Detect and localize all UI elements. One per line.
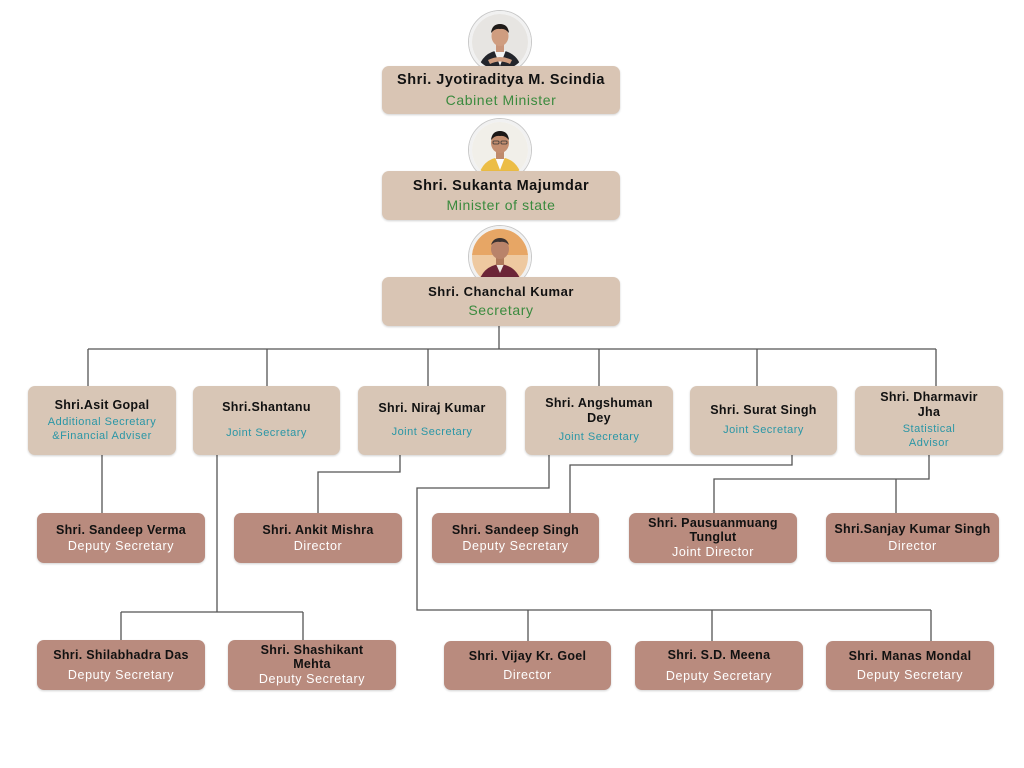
node-sd-meena: Shri. S.D. Meena Deputy Secretary xyxy=(635,641,803,690)
node-name: Shri. S.D. Meena xyxy=(667,648,771,663)
node-designation: Joint Secretary xyxy=(558,431,640,443)
node-designation: Deputy Secretary xyxy=(462,539,569,554)
node-name: Shri. Chanchal Kumar xyxy=(428,283,574,299)
node-vijay-kr-goel: Shri. Vijay Kr. Goel Director xyxy=(444,641,611,690)
node-secretary: Shri. Chanchal Kumar Secretary xyxy=(382,277,620,326)
node-name: Shri. Niraj Kumar xyxy=(378,401,486,416)
node-name: Shri. Ankit Mishra xyxy=(262,522,374,537)
scindia-photo xyxy=(469,11,531,73)
node-asit-gopal: Shri.Asit Gopal Additional Secretary &Fi… xyxy=(28,386,176,455)
chanchal-photo xyxy=(469,226,531,288)
node-designation: Joint Secretary xyxy=(391,425,473,438)
node-angshuman-dey: Shri. Angshuman Dey Joint Secretary xyxy=(525,386,673,455)
node-name: Shri. Sandeep Verma xyxy=(55,522,187,537)
node-dharmavir-jha: Shri. Dharmavir Jha Statistical Advisor xyxy=(855,386,1003,455)
connector-dharmavir-bus xyxy=(713,455,930,513)
node-sandeep-singh: Shri. Sandeep Singh Deputy Secretary xyxy=(432,513,599,563)
connector-angshuman-bus xyxy=(416,455,932,641)
node-designation: Deputy Secretary xyxy=(67,539,175,554)
node-name: Shri.Asit Gopal xyxy=(54,397,150,412)
node-designation: Statistical Advisor xyxy=(902,423,956,449)
node-name: Shri. Pausuanmuang Tunglut xyxy=(648,516,778,544)
node-pausuanmuang-tunglut: Shri. Pausuanmuang Tunglut Joint Directo… xyxy=(629,513,797,563)
node-designation: Joint Director xyxy=(671,544,755,559)
node-name: Shri. Shashikant Mehta xyxy=(260,643,364,671)
node-shilabhadra-das: Shri. Shilabhadra Das Deputy Secretary xyxy=(37,640,205,690)
node-manas-mondal: Shri. Manas Mondal Deputy Secretary xyxy=(826,641,994,690)
node-designation: Secretary xyxy=(468,302,534,319)
node-ankit-mishra: Shri. Ankit Mishra Director xyxy=(234,513,402,563)
node-designation: Director xyxy=(503,668,552,683)
node-minister-of-state: Shri. Sukanta Majumdar Minister of state xyxy=(382,171,620,220)
connector-shantanu-bus xyxy=(120,455,304,640)
node-designation: Joint Secretary xyxy=(723,423,804,436)
node-cabinet-minister: Shri. Jyotiraditya M. Scindia Cabinet Mi… xyxy=(382,66,620,114)
node-name: Shri. Manas Mondal xyxy=(848,649,972,664)
node-name: Shri. Vijay Kr. Goel xyxy=(468,648,587,663)
node-name: Shri.Sanjay Kumar Singh xyxy=(834,522,991,537)
node-sandeep-verma: Shri. Sandeep Verma Deputy Secretary xyxy=(37,513,205,563)
node-sanjay-kumar-singh: Shri.Sanjay Kumar Singh Director xyxy=(826,513,999,562)
node-designation: Additional Secretary &Financial Adviser xyxy=(47,415,157,442)
node-niraj-kumar: Shri. Niraj Kumar Joint Secretary xyxy=(358,386,506,455)
node-designation: Deputy Secretary xyxy=(67,668,175,683)
node-name: Shri. Jyotiraditya M. Scindia xyxy=(397,72,605,89)
node-designation: Deputy Secretary xyxy=(258,671,366,686)
node-designation: Minister of state xyxy=(446,197,556,214)
node-designation: Director xyxy=(293,539,343,554)
node-name: Shri. Sandeep Singh xyxy=(451,522,580,537)
node-shantanu: Shri.Shantanu Joint Secretary xyxy=(193,386,340,455)
node-name: Shri. Shilabhadra Das xyxy=(53,647,189,662)
node-designation: Joint Secretary xyxy=(226,426,307,439)
node-name: Shri. Surat Singh xyxy=(710,403,817,418)
node-name: Shri.Shantanu xyxy=(222,400,311,415)
node-name: Shri. Dharmavir Jha xyxy=(880,390,978,419)
node-designation: Director xyxy=(888,538,937,553)
node-designation: Deputy Secretary xyxy=(665,668,773,683)
connector-surat-sandeep-singh xyxy=(569,455,793,513)
node-designation: Cabinet Minister xyxy=(445,91,557,108)
node-name: Shri. Angshuman Dey xyxy=(545,396,653,425)
node-designation: Deputy Secretary xyxy=(856,667,964,682)
connector-niraj-ankit xyxy=(317,455,401,513)
node-surat-singh: Shri. Surat Singh Joint Secretary xyxy=(690,386,837,455)
node-shashikant-mehta: Shri. Shashikant Mehta Deputy Secretary xyxy=(228,640,396,690)
node-name: Shri. Sukanta Majumdar xyxy=(412,177,590,194)
